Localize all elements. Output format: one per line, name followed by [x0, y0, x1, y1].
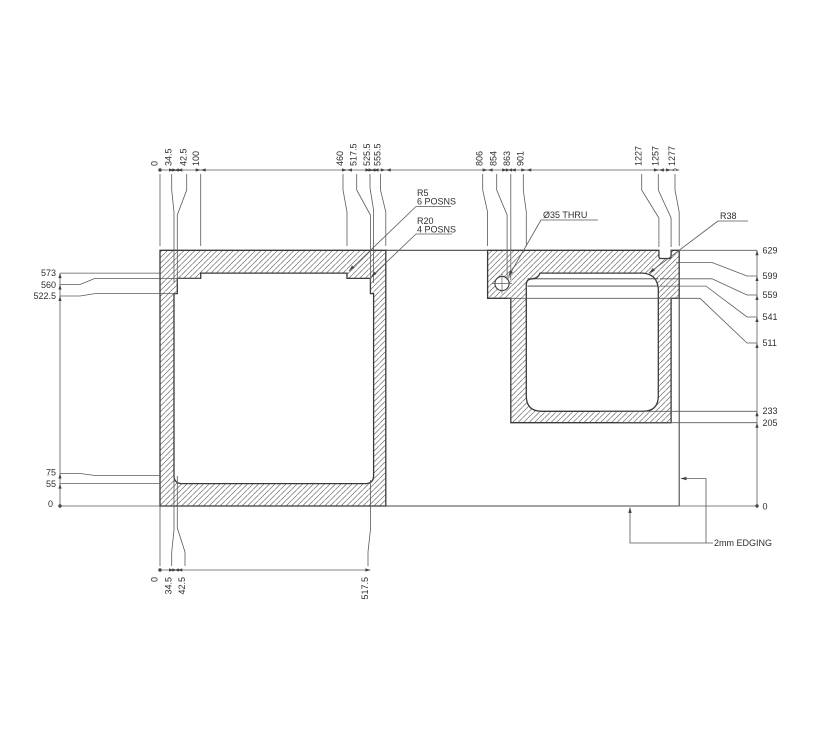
callout-edging: 2mm EDGING [628, 476, 772, 548]
callout-r38: R38 [648, 211, 748, 274]
left-dimension-chain: 573 560 522.5 75 55 0 [33, 268, 200, 509]
right-dim-label: 629 [763, 246, 778, 256]
r38-radius-label: R38 [720, 211, 737, 221]
left-basin-section [159, 249, 387, 507]
top-dim-label: 34.5 [164, 148, 174, 166]
right-dimension-chain: 629 599 559 541 511 233 205 0 [507, 246, 778, 511]
bottom-dim-label: 42.5 [177, 577, 187, 595]
r20-leader-arrow [371, 271, 377, 277]
top-dim-origin-dot [158, 168, 162, 172]
r38-leader-line [648, 220, 748, 274]
callout-r5: R5 6 POSNS [348, 188, 456, 272]
right-dim-label: 559 [763, 290, 778, 300]
bottom-dim-origin-dot [158, 568, 162, 572]
top-dim-label: 517.5 [349, 143, 359, 166]
top-dim-label: 100 [191, 151, 201, 166]
callout-r20: R20 4 POSNS [370, 216, 456, 278]
right-basin-rim-lines [527, 278, 659, 287]
left-dim-label: 0 [48, 499, 53, 509]
envelope-lines [385, 249, 680, 507]
bottom-dim-extension-lines [159, 476, 371, 566]
r38-leader-arrow [649, 268, 655, 273]
hole-leader-arrow [508, 270, 513, 277]
hole-diameter-label: Ø35 THRU [543, 210, 587, 220]
bottom-dim-label: 34.5 [164, 577, 174, 595]
r5-radius-label: R5 [417, 188, 429, 198]
left-basin-hatch [160, 250, 386, 506]
top-dim-label: 1277 [667, 146, 677, 166]
callout-thru-hole: Ø35 THRU [508, 210, 598, 277]
left-dim-label: 560 [41, 280, 56, 290]
bottom-dim-label: 517.5 [360, 577, 370, 600]
bottom-dimension-chain: 0 34.5 42.5 517.5 [150, 476, 371, 600]
top-dim-label: 901 [515, 151, 525, 166]
right-dim-label: 541 [763, 312, 778, 322]
top-dim-extension-lines [159, 174, 680, 283]
r5-leader-line [348, 206, 451, 272]
top-dim-label: 1227 [634, 146, 644, 166]
top-dim-label: 0 [150, 161, 160, 166]
top-dim-label: 854 [489, 151, 499, 166]
top-dim-label: 42.5 [179, 148, 189, 166]
top-dim-label: 525.5 [362, 143, 372, 166]
r20-radius-label: R20 [417, 216, 434, 226]
r5-qty-label: 6 POSNS [417, 197, 456, 207]
right-dim-label: 599 [763, 271, 778, 281]
left-dim-label: 75 [46, 468, 56, 478]
r5-leader-arrow [349, 265, 355, 271]
left-basin-outline [159, 249, 387, 507]
left-dim-label: 55 [46, 479, 56, 489]
left-dim-label: 522.5 [33, 291, 56, 301]
edging-label: 2mm EDGING [714, 538, 772, 548]
top-dim-label: 1257 [650, 146, 660, 166]
right-dim-label: 205 [763, 418, 778, 428]
top-dim-label: 863 [502, 151, 512, 166]
left-basin-cavity-outline [173, 272, 375, 485]
edging-leader-lines [629, 478, 713, 544]
hole-centerlines [492, 273, 512, 294]
edging-leader-arrows [628, 476, 687, 513]
right-dim-label: 233 [763, 406, 778, 416]
right-dim-label: 0 [763, 501, 768, 511]
top-dimension-chain: 0 34.5 42.5 100 460 517.5 525.5 555.5 80… [150, 143, 680, 283]
top-dim-label: 555.5 [373, 143, 383, 166]
r20-qty-label: 4 POSNS [417, 225, 456, 235]
r20-leader-line [370, 233, 452, 278]
right-basin-cavity-outline [525, 272, 659, 412]
right-basin-section [486, 249, 680, 424]
hole-leader-line [508, 219, 598, 277]
top-dim-label: 806 [475, 151, 485, 166]
left-dim-label: 573 [41, 268, 56, 278]
right-basin-hatch [487, 250, 680, 423]
bottom-dim-label: 0 [150, 577, 160, 582]
right-dim-label: 511 [763, 338, 777, 348]
top-dim-label: 460 [335, 151, 345, 166]
left-dim-leader-lines [60, 272, 200, 507]
right-dim-leader-lines [507, 249, 757, 507]
